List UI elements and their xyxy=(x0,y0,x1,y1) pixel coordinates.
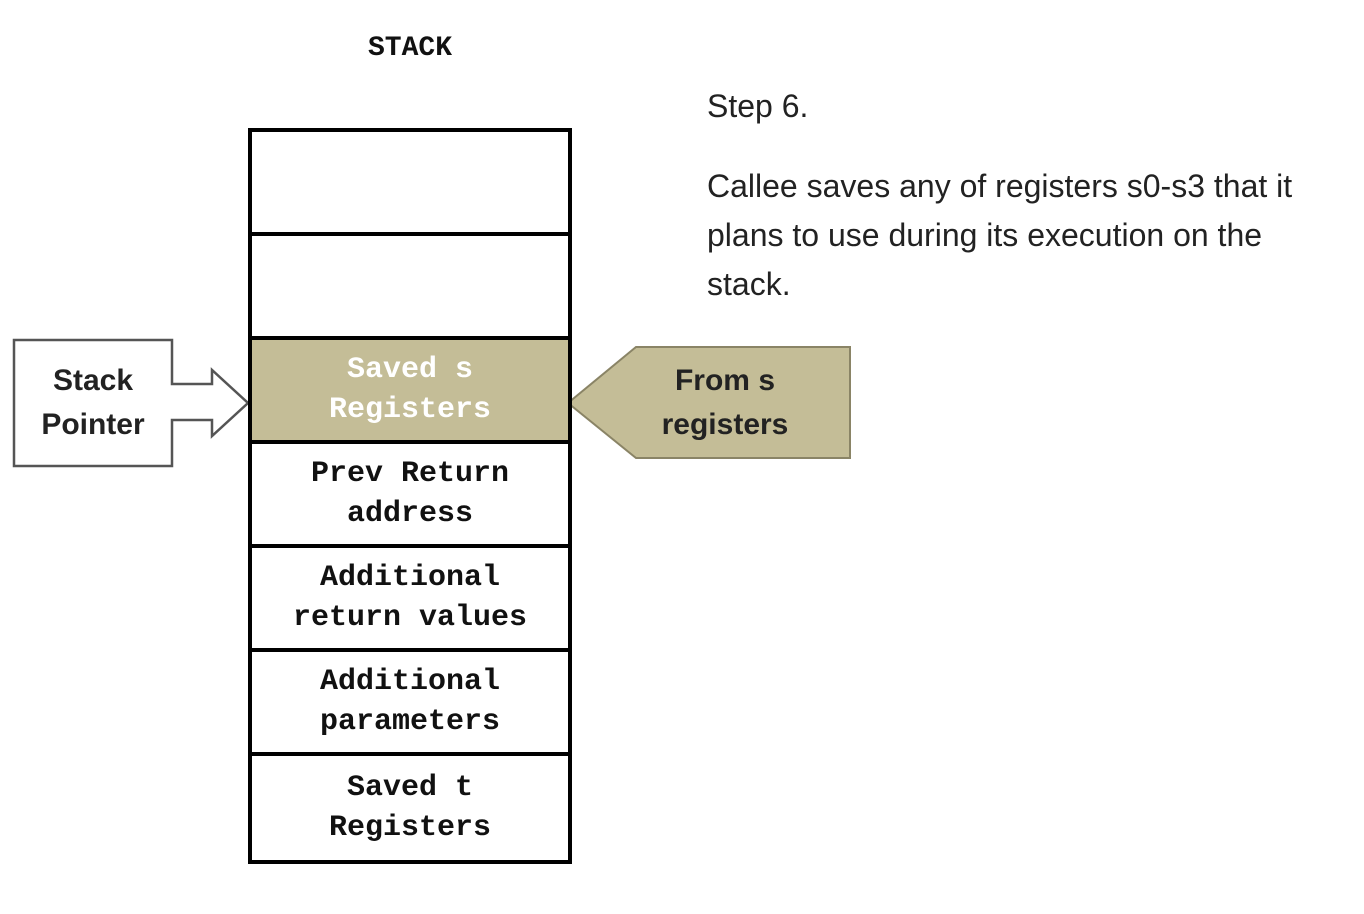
from-s-registers-label: From s registers xyxy=(661,364,789,441)
stack-cell-additional-parameters: Additional parameters xyxy=(252,652,568,756)
stack-title: STACK xyxy=(367,33,452,64)
stack-cell-additional-return-values: Additional return values xyxy=(252,548,568,652)
stack-cell-saved-t-registers: Saved t Registers xyxy=(328,771,492,845)
stack-cell-prev-return-address: Prev Return address xyxy=(252,444,568,548)
step-title: Step 6. xyxy=(707,88,809,124)
step-description: Callee saves any of registers s0-s3 that… xyxy=(707,168,1293,302)
stack-cell-empty-second xyxy=(252,236,568,340)
stack-cell-empty-top xyxy=(252,132,568,236)
from-s-registers-callout-shape xyxy=(566,346,851,459)
stack-column: Saved s Registers Prev Return address Ad… xyxy=(248,128,572,864)
stack-cell-saved-s-registers: Saved s Registers xyxy=(252,340,568,444)
stack-pointer-label: Stack Pointer xyxy=(41,364,145,441)
stack-pointer-arrow-shape xyxy=(12,338,250,468)
